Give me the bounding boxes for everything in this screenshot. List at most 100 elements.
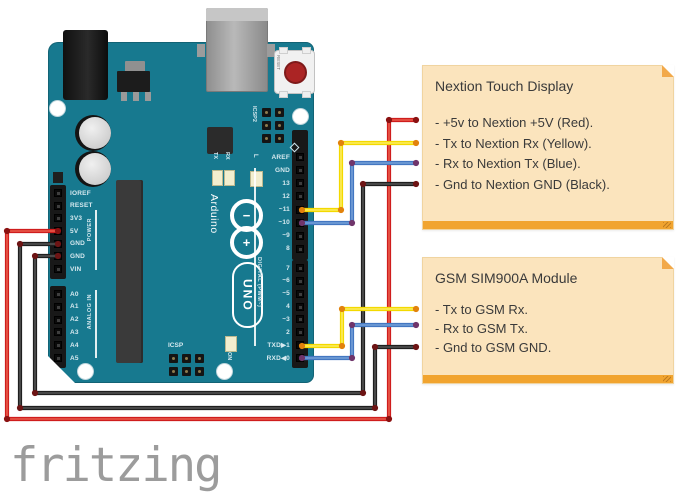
reset-button-tab (302, 47, 311, 54)
pin-3v3[interactable] (54, 214, 62, 223)
pin-label: A5 (70, 354, 79, 362)
note-nextion[interactable]: Nextion Touch Display - +5v to Nextion +… (422, 65, 674, 230)
wire-bendpoint[interactable] (338, 342, 346, 350)
mounting-hole (49, 100, 65, 116)
pin-label: GND (70, 240, 86, 248)
note-body: - Tx to GSM Rx.- Rx to GSM Tx.- Gnd to G… (435, 300, 667, 357)
icsp-pin[interactable] (169, 367, 178, 376)
note-fold-corner (662, 257, 674, 269)
wire-bendpoint[interactable] (31, 252, 39, 260)
wire-rx-blue-nextion[interactable] (299, 160, 419, 226)
pin-6[interactable] (296, 276, 304, 285)
pin-9[interactable] (296, 231, 304, 240)
wire-highlight (301, 142, 417, 211)
pin-12[interactable] (296, 192, 304, 201)
wire-bendpoint[interactable] (348, 159, 356, 167)
reset-button-cap[interactable] (284, 61, 307, 84)
pin-2[interactable] (296, 328, 304, 337)
pin-a5[interactable] (54, 354, 62, 362)
pin-vin[interactable] (54, 265, 62, 274)
pin-gnd[interactable] (54, 252, 62, 261)
pin-a4[interactable] (54, 341, 62, 350)
wire-bendpoint[interactable] (3, 415, 11, 423)
pin-11[interactable] (296, 205, 304, 214)
note-line: - Tx to GSM Rx. (435, 302, 528, 317)
wire-bendpoint[interactable] (31, 389, 39, 397)
pin-aref[interactable] (296, 153, 304, 161)
icsp2-pin[interactable] (262, 134, 271, 143)
pin-label: GND (70, 252, 86, 260)
wire-bendpoint[interactable] (412, 343, 420, 351)
wire-bendpoint[interactable] (16, 404, 24, 412)
wire-bendpoint[interactable] (348, 219, 356, 227)
wire-bendpoint[interactable] (359, 389, 367, 397)
icsp-pin[interactable] (169, 354, 178, 363)
pin-gnd[interactable] (54, 239, 62, 248)
pin-txd1[interactable] (296, 341, 304, 350)
pin-label: A1 (70, 303, 79, 311)
pin-a3[interactable] (54, 328, 62, 337)
icsp-pin[interactable] (182, 367, 191, 376)
usb-tab (197, 44, 205, 57)
icsp2-pin[interactable] (275, 134, 284, 143)
voltage-regulator-tab (125, 61, 145, 72)
icsp2-pin[interactable] (275, 121, 284, 130)
wire-bendpoint[interactable] (371, 404, 379, 412)
pin-5v[interactable] (54, 227, 62, 235)
wire-bendpoint[interactable] (385, 116, 393, 124)
wire-bendpoint[interactable] (348, 321, 356, 329)
pin-5[interactable] (296, 289, 304, 298)
pin-a2[interactable] (54, 315, 62, 324)
wire-bendpoint[interactable] (412, 180, 420, 188)
note-gsm[interactable]: GSM SIM900A Module - Tx to GSM Rx.- Rx t… (422, 257, 674, 384)
pin-4[interactable] (296, 302, 304, 311)
icsp-pin[interactable] (195, 367, 204, 376)
usb-connector (206, 8, 268, 92)
wire-bendpoint[interactable] (338, 305, 346, 313)
note-bottom-bar (423, 221, 673, 229)
wire-bendpoint[interactable] (3, 227, 11, 235)
icsp2-pin[interactable] (275, 108, 284, 117)
pin-7[interactable] (296, 264, 304, 272)
wire-bendpoint[interactable] (412, 116, 420, 124)
pin-rxd0[interactable] (296, 354, 304, 363)
arduino-uno-board[interactable]: RESET ICSP2 ICSP TX RX (47, 8, 315, 384)
note-line: - +5v to Nextion +5V (Red). (435, 115, 594, 130)
pin-ioref[interactable] (54, 189, 62, 197)
wire-bendpoint[interactable] (359, 180, 367, 188)
pin-label: ~5 (282, 290, 290, 298)
pin-a0[interactable] (54, 290, 62, 298)
note-resize-grip[interactable] (663, 376, 671, 382)
wire-tx-yellow-gsm[interactable] (299, 306, 419, 349)
wire-bendpoint[interactable] (348, 354, 356, 362)
pin-3[interactable] (296, 315, 304, 324)
wire-bendpoint[interactable] (412, 305, 420, 313)
icsp-pin[interactable] (195, 354, 204, 363)
pin-label: 2 (286, 328, 290, 336)
wire-rx-blue-gsm[interactable] (299, 322, 419, 361)
wire-bendpoint[interactable] (337, 206, 345, 214)
pin-gnd[interactable] (296, 166, 304, 175)
note-resize-grip[interactable] (663, 222, 671, 228)
note-line: - Gnd to Nextion GND (Black). (435, 176, 610, 192)
wire-bendpoint[interactable] (385, 415, 393, 423)
wire-tx-yellow-nextion[interactable] (299, 140, 419, 213)
pin-label: 5V (70, 227, 79, 235)
wire-bendpoint[interactable] (337, 139, 345, 147)
wire-bendpoint[interactable] (371, 343, 379, 351)
pin-label: 13 (282, 179, 290, 187)
pin-label: IOREF (70, 189, 91, 197)
wire-bendpoint[interactable] (412, 321, 420, 329)
pin-reset[interactable] (54, 201, 62, 210)
wire-bendpoint[interactable] (16, 240, 24, 248)
icsp2-pin[interactable] (262, 108, 271, 117)
pin-8[interactable] (296, 244, 304, 253)
pin-13[interactable] (296, 179, 304, 188)
icsp2-pin[interactable] (262, 121, 271, 130)
wire-bendpoint[interactable] (412, 159, 420, 167)
wire-bendpoint[interactable] (412, 139, 420, 147)
pin-10[interactable] (296, 218, 304, 227)
icsp-pin[interactable] (182, 354, 191, 363)
reset-button-tab (302, 91, 311, 98)
pin-a1[interactable] (54, 302, 62, 311)
